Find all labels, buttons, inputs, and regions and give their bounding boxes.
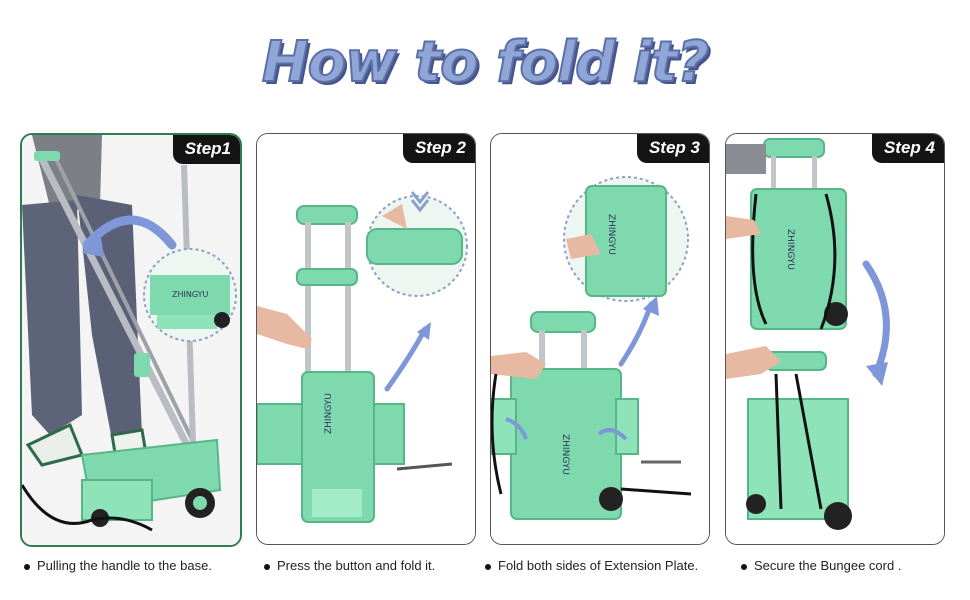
step-1-panel: ZHINGYU Step1 — [20, 133, 242, 547]
step-2-label: Step 2 — [402, 134, 475, 163]
page-title: How to fold it? — [261, 29, 710, 96]
step-2-panel: ZHINGYU Step 2 — [256, 133, 476, 545]
step-3-panel: ZHINGYU ZHINGYU Step 3 — [490, 133, 710, 545]
step-1-label: Step1 — [172, 135, 240, 164]
svg-text:ZHINGYU: ZHINGYU — [560, 434, 570, 475]
bullet-icon — [485, 563, 491, 570]
step-2-illustration: ZHINGYU — [257, 134, 475, 544]
bullet-icon — [741, 563, 747, 570]
svg-text:ZHINGYU: ZHINGYU — [324, 393, 334, 434]
step-4-illustration: ZHINGYU — [726, 134, 944, 544]
step-3-label: Step 3 — [636, 134, 709, 163]
step-1-illustration: ZHINGYU — [22, 135, 240, 545]
step-4-panel: ZHINGYU Step 4 — [725, 133, 945, 545]
step-1-caption: Pulling the handle to the base. — [24, 558, 212, 573]
step-3-illustration: ZHINGYU ZHINGYU — [491, 134, 709, 544]
svg-text:ZHINGYU: ZHINGYU — [785, 229, 795, 270]
step-4-label: Step 4 — [871, 134, 944, 163]
bullet-icon — [24, 563, 30, 570]
svg-text:ZHINGYU: ZHINGYU — [606, 214, 616, 255]
svg-text:ZHINGYU: ZHINGYU — [172, 290, 209, 299]
bullet-icon — [264, 563, 270, 570]
step-2-caption: Press the button and fold it. — [264, 558, 435, 573]
step-4-caption: Secure the Bungee cord . — [741, 558, 901, 573]
step-3-caption: Fold both sides of Extension Plate. — [485, 558, 698, 573]
